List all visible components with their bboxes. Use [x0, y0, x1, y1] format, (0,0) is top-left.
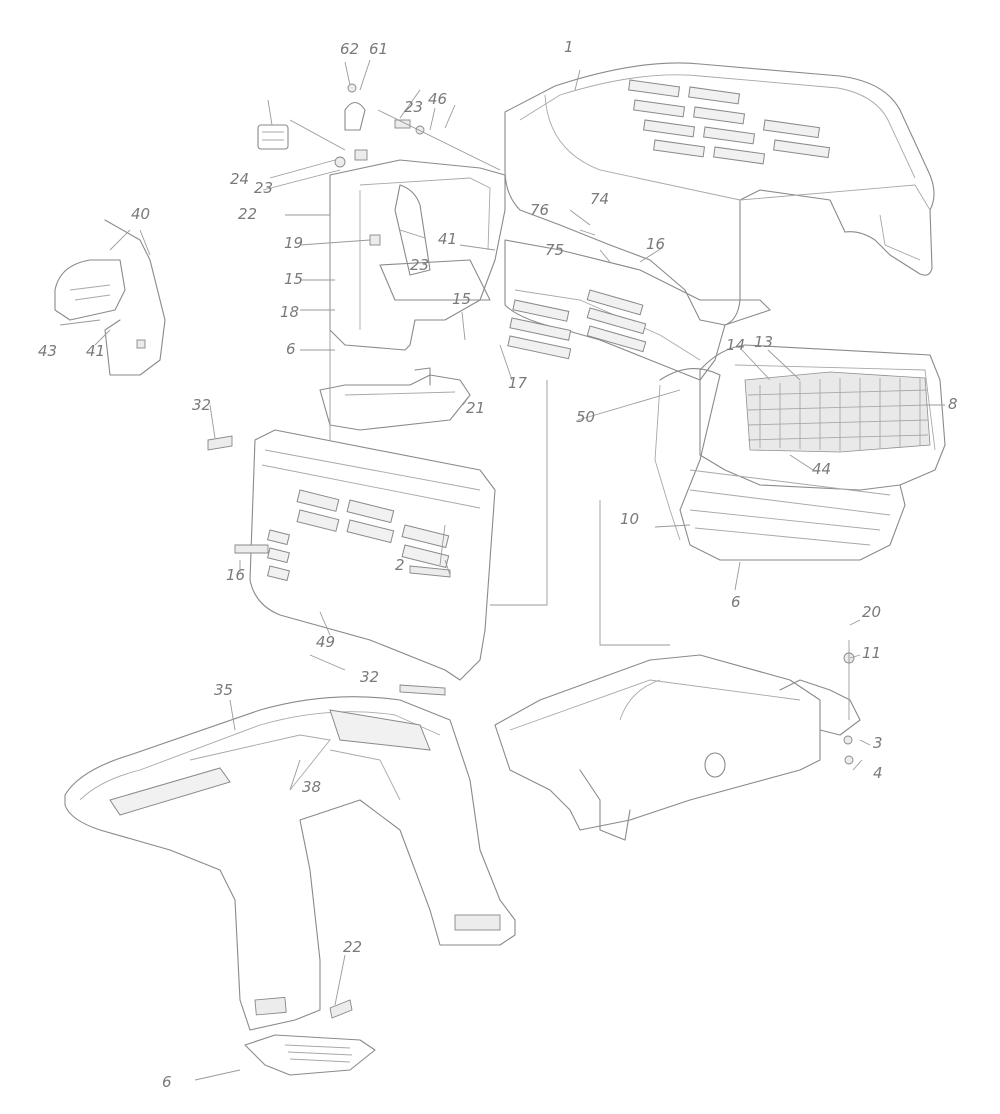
callout-20: 20	[862, 603, 882, 621]
callout-6a: 6	[286, 340, 296, 358]
callout-61: 61	[369, 40, 389, 58]
callout-23c: 23	[410, 256, 430, 274]
callout-23a: 23	[254, 179, 274, 197]
callout-50: 50	[576, 408, 596, 426]
callout-21b: 21	[466, 399, 486, 417]
callout-2: 2	[395, 556, 405, 574]
foot-step-part	[244, 1034, 376, 1076]
callout-40: 40	[131, 205, 151, 223]
callout-32b: 32	[360, 668, 380, 686]
chassis-frame-part	[494, 652, 861, 841]
callout-24: 24	[230, 170, 250, 188]
lower-panel-part	[249, 429, 496, 681]
callout-35: 35	[214, 681, 234, 699]
callout-38: 38	[302, 778, 322, 796]
callout-3: 3	[873, 734, 883, 752]
callout-6c: 6	[162, 1073, 172, 1091]
callout-62: 62	[340, 40, 360, 58]
callout-17: 17	[508, 374, 528, 392]
hood-part	[504, 62, 935, 326]
callout-19: 19	[284, 234, 304, 252]
callout-76: 76	[530, 201, 550, 219]
dash-panel-part	[329, 159, 506, 351]
front-grille-part	[654, 344, 946, 561]
callout-14: 14	[726, 336, 746, 354]
leader-lines	[59, 59, 945, 1081]
callout-23b: 23	[404, 98, 424, 116]
callout-49: 49	[316, 633, 336, 651]
callout-13: 13	[754, 333, 774, 351]
rear-fender-part	[64, 696, 516, 1031]
callout-10: 10	[620, 510, 640, 528]
callout-4: 4	[873, 764, 883, 782]
side-bracket-part	[54, 219, 166, 376]
side-panel-part	[504, 239, 771, 381]
callout-16b: 16	[226, 566, 246, 584]
callout-6b: 6	[731, 593, 741, 611]
fastener-bolts	[207, 435, 451, 1019]
callout-74: 74	[590, 190, 610, 208]
lower-panel-vents	[266, 489, 450, 582]
callout-8: 8	[948, 395, 958, 413]
callout-22a: 22	[238, 205, 258, 223]
callout-15b: 15	[452, 290, 472, 308]
callout-41a: 41	[86, 342, 106, 360]
callout-1: 1	[564, 38, 574, 56]
callout-18: 18	[280, 303, 300, 321]
small-parts-top	[257, 83, 425, 168]
bracket-part	[319, 367, 471, 431]
hood-vents	[628, 79, 831, 165]
callout-15a: 15	[284, 270, 304, 288]
callout-44: 44	[812, 460, 832, 478]
callout-41b: 41	[438, 230, 458, 248]
callout-46: 46	[428, 90, 448, 108]
callout-32a: 32	[192, 396, 212, 414]
callout-22b: 22	[343, 938, 363, 956]
callout-16a: 16	[646, 235, 666, 253]
callout-11: 11	[862, 644, 882, 662]
callout-43: 43	[38, 342, 58, 360]
callout-75: 75	[545, 241, 565, 259]
grille-mesh-pattern	[747, 378, 929, 451]
